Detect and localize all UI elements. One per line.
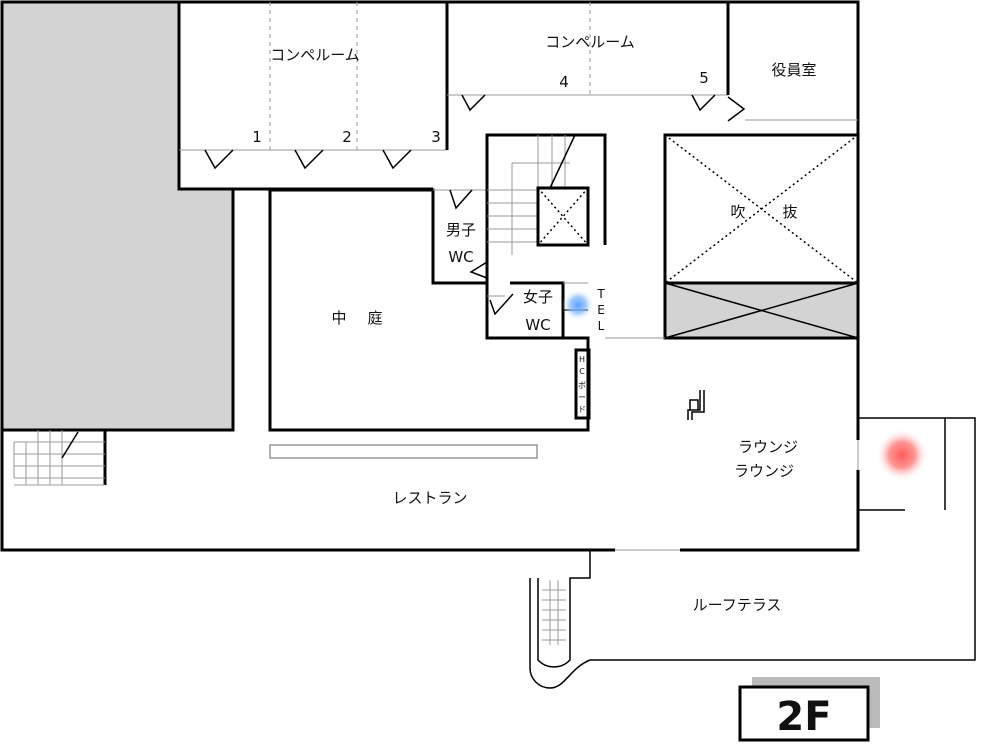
restaurant-label: レストラン [392,489,467,507]
atrium [605,133,860,340]
room-number: 5 [699,69,709,87]
conference-room-1-3 [179,2,449,170]
courtyard-label: 庭 [367,309,382,327]
floor-label: 2F [776,694,831,740]
roof-terrace-label: ルーフテラス [693,596,782,614]
mens-wc-label: 男子 [446,221,476,239]
hc-board-label: ボ [578,381,586,390]
lower-left-stairs [2,428,107,486]
unavailable-area [0,0,235,432]
executive-room [726,2,858,122]
floor-badge: 2F [738,677,880,742]
conference-room-label: コンペルーム [270,46,360,64]
room-number: 3 [431,128,441,146]
red-marker [876,429,928,481]
stairwell [485,133,607,283]
courtyard [268,188,590,432]
hc-board-label: H [579,355,585,364]
conference-room-4-5 [447,2,728,112]
courtyard-label: 中 [331,309,346,327]
womens-wc-label: 女子 [523,288,553,306]
room-number: 2 [342,128,352,146]
lounge-label: ラウンジ [734,462,794,480]
lounge-label: ラウンジ [738,438,798,456]
mens-wc [431,189,488,285]
elevator [536,186,590,247]
tel-label: L [598,319,605,333]
atrium-label: 抜 [782,203,797,221]
room-number: 4 [559,73,569,91]
mens-wc-label: WC [448,248,473,266]
tel-label: E [597,303,605,317]
atrium-label: 吹 [730,203,745,221]
room-number: 1 [252,128,262,146]
womens-wc-label: WC [525,316,550,334]
restaurant-counter [269,444,538,459]
blue-marker [562,289,594,321]
lounge-symbol-icon [687,390,705,420]
tel-label: T [596,287,605,301]
hc-board-label: ー [578,393,586,402]
roof-terrace [529,550,591,689]
conference-room-label: コンペルーム [545,33,635,51]
hc-board-label: C [579,367,585,376]
hc-board [574,348,591,420]
hc-board-label: ド [578,405,586,414]
executive-room-label: 役員室 [771,61,816,79]
lounge-extension [590,417,976,661]
